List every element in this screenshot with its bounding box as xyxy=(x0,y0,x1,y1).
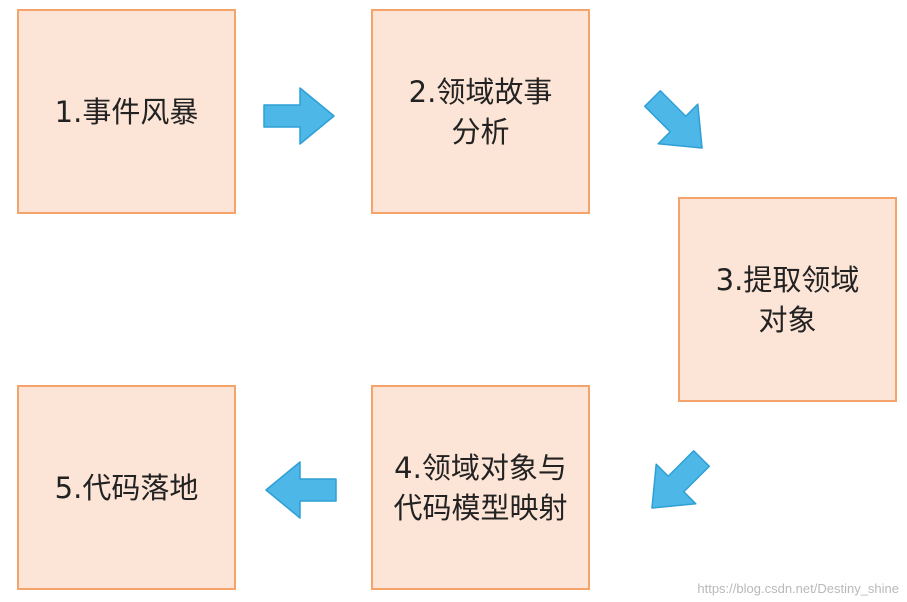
step-3-box: 3.提取领域 对象 xyxy=(678,197,897,402)
watermark: https://blog.csdn.net/Destiny_shine xyxy=(697,581,899,596)
arrow-right-icon xyxy=(263,87,335,145)
arrow-down-right-icon xyxy=(644,90,703,149)
step-1-label: 1.事件风暴 xyxy=(54,94,199,129)
arrow-down-left-icon xyxy=(651,450,710,509)
step-2-box: 2.领域故事 分析 xyxy=(371,9,590,214)
step-3-label-line-1: 3.提取领域 xyxy=(715,262,860,297)
step-3-label-line-2: 对象 xyxy=(758,302,817,337)
step-1-box: 1.事件风暴 xyxy=(17,9,236,214)
step-4-label-line-2: 代码模型映射 xyxy=(393,490,568,525)
step-5-label: 5.代码落地 xyxy=(54,470,199,505)
step-5-box: 5.代码落地 xyxy=(17,385,236,590)
arrow-left-icon xyxy=(265,461,337,519)
step-2-label-line-2: 分析 xyxy=(451,114,510,149)
step-2-label-line-1: 2.领域故事 xyxy=(408,74,553,109)
step-4-box: 4.领域对象与 代码模型映射 xyxy=(371,385,590,590)
step-4-label-line-1: 4.领域对象与 xyxy=(394,450,567,485)
